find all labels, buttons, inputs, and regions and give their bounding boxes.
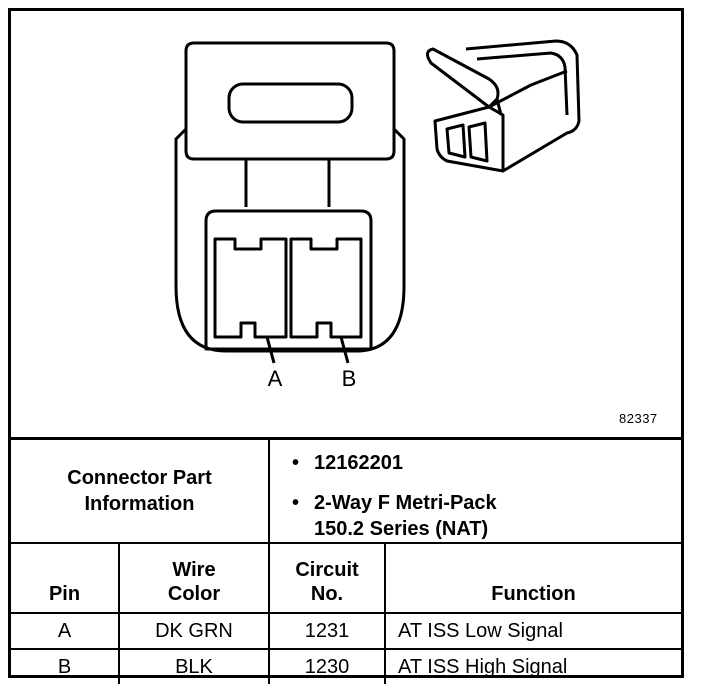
bullet-icon: • — [292, 492, 300, 514]
pin-cell: B — [11, 648, 120, 684]
circuit-cell: 1231 — [268, 612, 386, 650]
figure-id: 82337 — [619, 411, 658, 426]
header-circuit: Circuit No. — [268, 542, 386, 614]
header-wire-color-line2: Color — [167, 583, 221, 605]
connector-part-info-line1: Connector Part — [67, 467, 212, 489]
table-row: A DK GRN 1231 AT ISS Low Signal — [11, 612, 681, 650]
function-cell: AT ISS High Signal — [384, 648, 681, 684]
header-wire-color-line1: Wire — [172, 559, 216, 581]
header-pin: Pin — [11, 542, 120, 614]
bullet-icon: • — [292, 452, 300, 474]
header-circuit-line1: Circuit — [295, 559, 359, 581]
function-cell: AT ISS Low Signal — [384, 612, 681, 650]
connector-info-table: Connector Part Information • 12162201 • 2-… — [11, 437, 681, 684]
pin-label-b: B — [342, 366, 357, 391]
pin-label-a: A — [268, 366, 283, 391]
connector-frame: A B 82337 Connector Part Information • 12… — [8, 8, 684, 684]
connector-part-info-details: • 12162201 • 2-Way F Metri-Pack 150.2 Seri… — [268, 437, 681, 544]
connector-part-info-line2: Information — [84, 493, 195, 515]
header-wire-color: Wire Color — [118, 542, 270, 614]
connector-diagram: A B — [174, 39, 581, 391]
wire-color-cell: DK GRN — [118, 612, 270, 650]
connector-perspective-view — [426, 39, 581, 173]
pin-cell: A — [11, 612, 120, 650]
connector-part-info-label: Connector Part Information — [11, 437, 270, 544]
header-circuit-line2: No. — [310, 583, 344, 605]
connector-desc-line2: 150.2 Series (NAT) — [314, 518, 489, 540]
circuit-cell: 1230 — [268, 648, 386, 684]
connector-face-view — [174, 41, 406, 364]
header-function: Function — [384, 542, 681, 614]
connector-desc-line1: 2-Way F Metri-Pack — [314, 492, 497, 514]
part-number: 12162201 — [314, 452, 403, 474]
table-row: B BLK 1230 AT ISS High Signal — [11, 648, 681, 684]
wire-color-cell: BLK — [118, 648, 270, 684]
